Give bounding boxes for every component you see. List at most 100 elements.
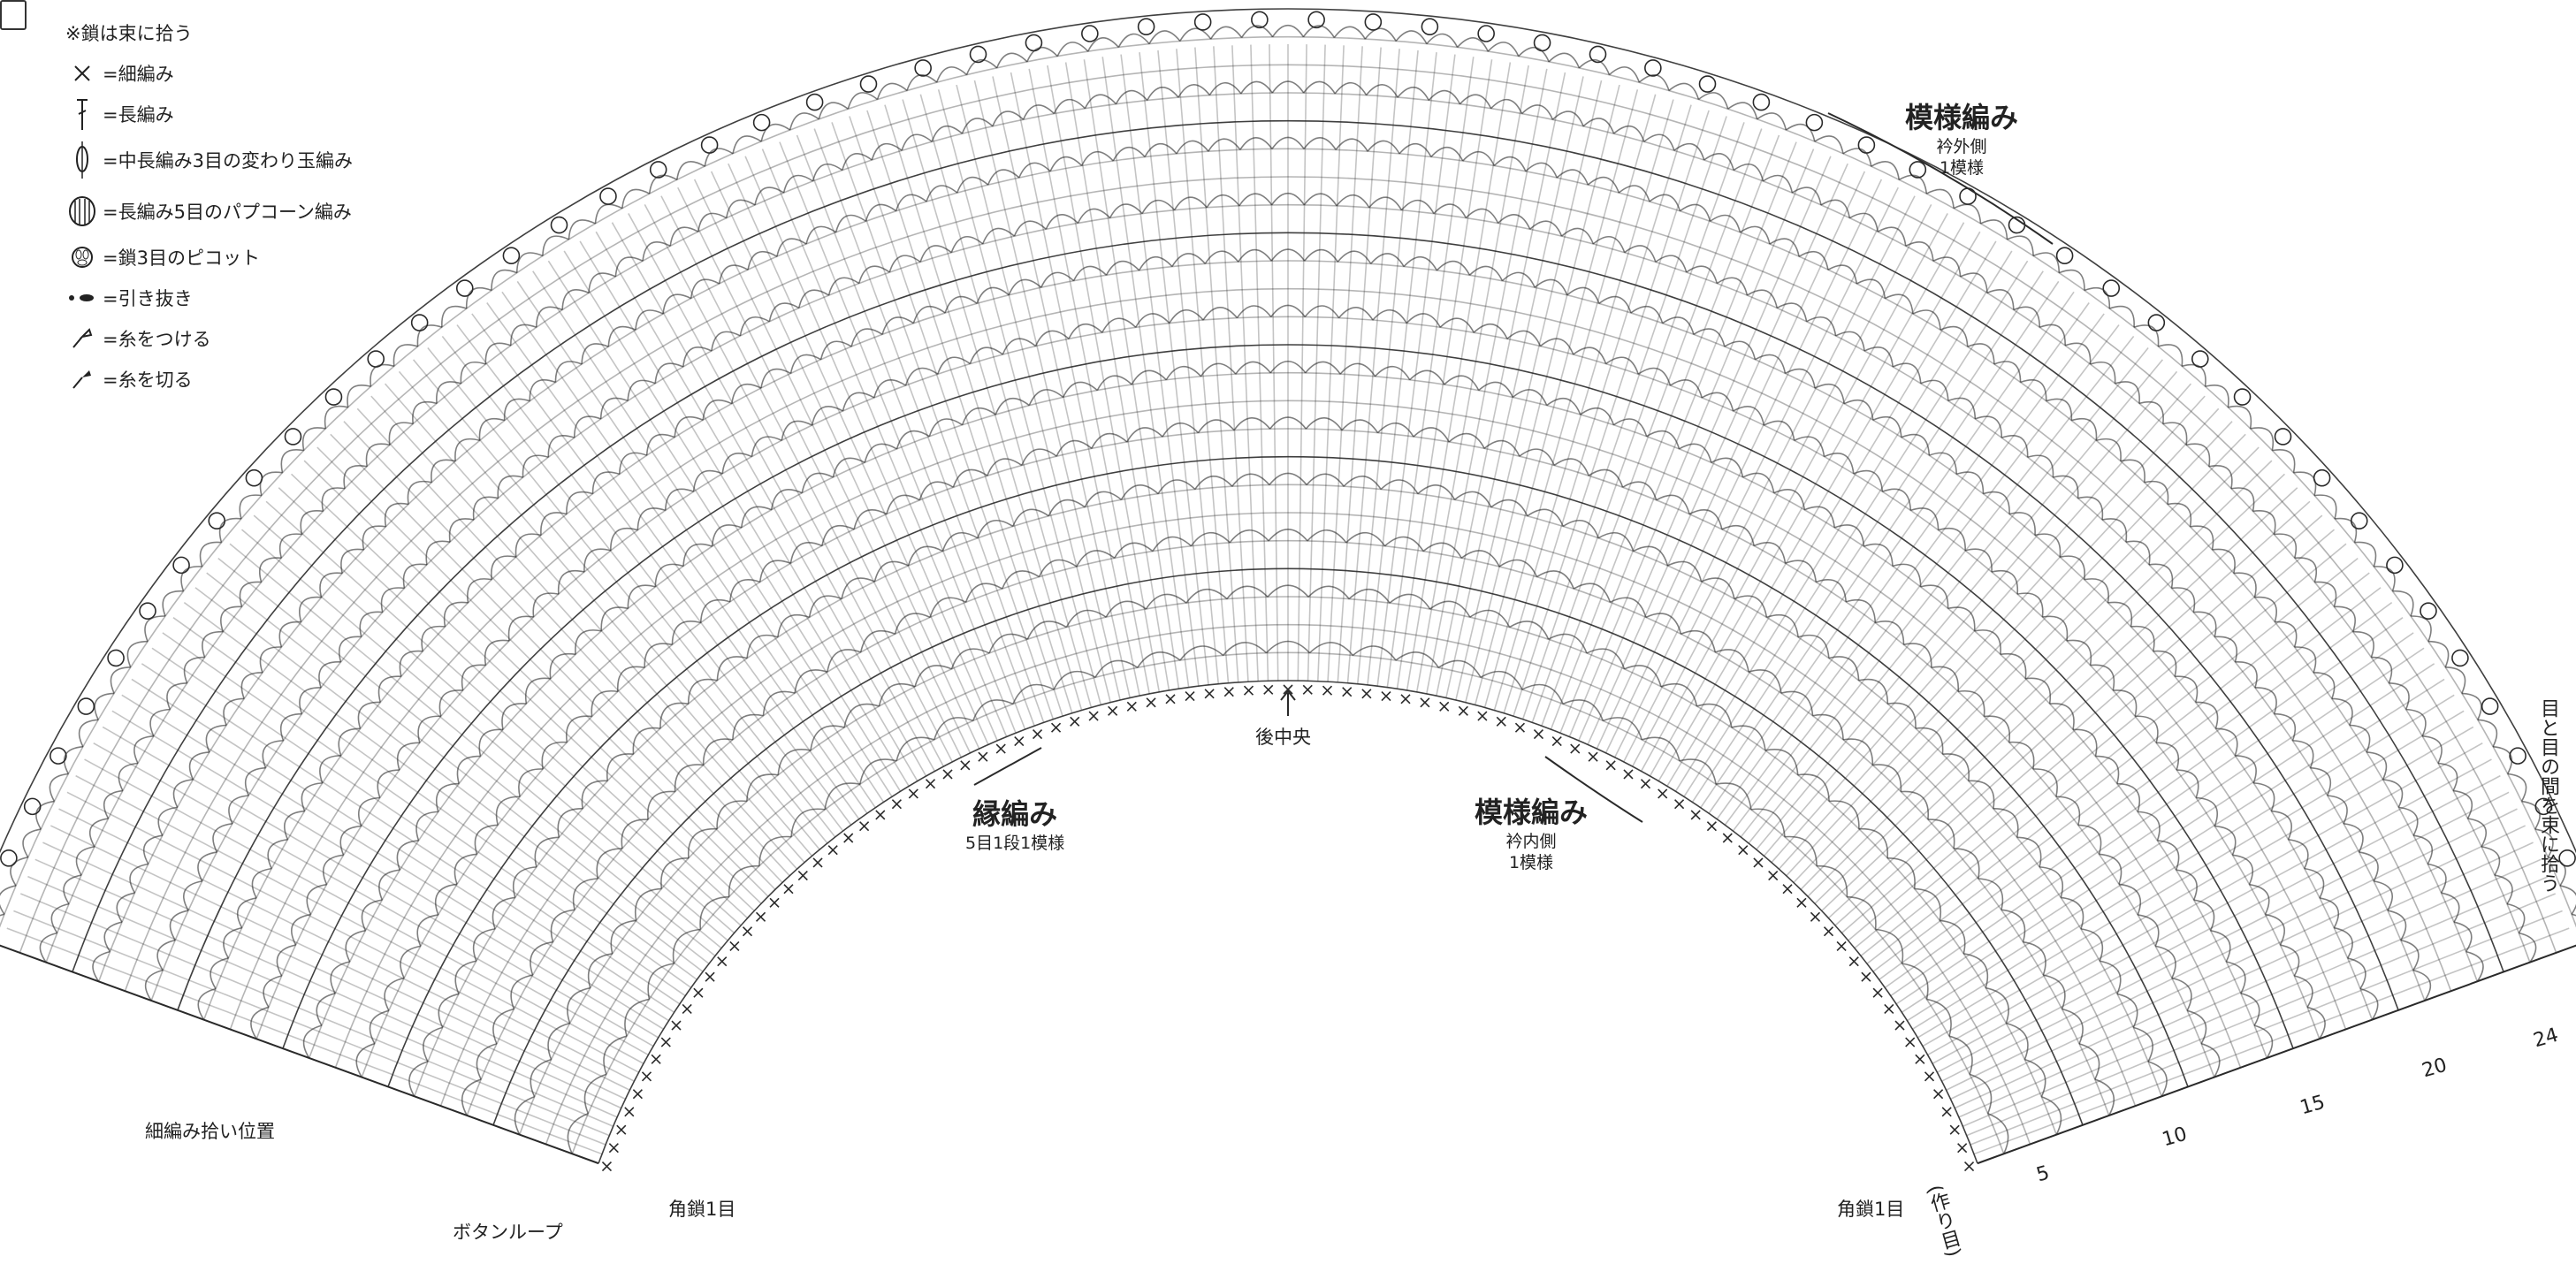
- chain-arch: [995, 397, 1030, 415]
- chain-arch: [1679, 443, 1712, 463]
- chain-arch: [1370, 253, 1405, 268]
- chain-arch: [1271, 24, 1305, 38]
- chain-arch: [1578, 59, 1611, 75]
- chain-arch: [301, 782, 323, 811]
- chain-arch: [721, 453, 752, 474]
- chain-arch: [1229, 529, 1269, 544]
- chain-arch: [731, 384, 762, 404]
- chain-arch: [2130, 625, 2155, 651]
- chain-arch: [1556, 169, 1589, 186]
- chain-arch: [2008, 741, 2035, 770]
- chain-arch: [1335, 138, 1368, 152]
- chain-arch: [2413, 834, 2433, 864]
- stitch-line: [1613, 187, 1899, 758]
- chain-arch: [1673, 142, 1705, 161]
- stitch-line: [1640, 213, 1948, 772]
- chain-arch: [1115, 89, 1148, 105]
- chain-arch: [587, 953, 613, 988]
- chain-arch: [1697, 92, 1729, 110]
- chain-arch: [627, 379, 656, 401]
- chain-arch: [1803, 506, 1835, 528]
- chain-arch: [259, 471, 283, 496]
- chain-arch: [821, 524, 855, 546]
- chain-arch: [1171, 253, 1206, 268]
- chain-arch: [746, 773, 779, 802]
- chain-arch: [1457, 37, 1489, 52]
- legend-row-join-yarn: =糸をつける: [53, 318, 353, 359]
- single-crochet-mark: [1957, 1143, 1968, 1154]
- chain-arch: [78, 719, 99, 748]
- picot-mark: [2102, 279, 2121, 297]
- chain-arch: [2190, 525, 2214, 551]
- chain-arch: [1269, 416, 1307, 430]
- chain-arch: [566, 491, 593, 514]
- chain-arch: [699, 895, 729, 930]
- pattern-inner-label: 模様編み 衿内側 1模様: [1475, 790, 1588, 873]
- single-crochet-mark: [1342, 687, 1353, 697]
- picot-mark: [2350, 512, 2368, 530]
- chain-arch: [961, 407, 996, 426]
- picot-mark: [410, 314, 429, 331]
- chain-arch: [2020, 379, 2047, 401]
- chain-arch: [172, 779, 194, 808]
- chain-arch: [568, 219, 596, 240]
- chain-arch: [1688, 509, 1723, 530]
- row-arc: [45, 92, 2531, 963]
- chain-arch: [2235, 754, 2257, 784]
- chain-arch: [1026, 47, 1058, 63]
- picot-mark: [805, 93, 824, 111]
- chain-arch: [1348, 589, 1391, 604]
- chain-arch: [199, 541, 222, 567]
- chain-arch: [2366, 751, 2388, 781]
- chain-arch: [1389, 593, 1431, 610]
- chain-arch: [1602, 717, 1642, 741]
- chain-arch: [244, 766, 266, 796]
- stitch-line: [1604, 179, 1883, 754]
- stitch-line: [1474, 89, 1639, 705]
- chain-arch: [644, 643, 673, 668]
- chain-arch: [805, 225, 837, 245]
- chain-arch: [1983, 491, 2010, 514]
- stitch-line: [343, 421, 783, 884]
- chain-arch: [1724, 340, 1757, 360]
- chain-arch: [472, 928, 496, 962]
- chain-arch: [2400, 939, 2420, 971]
- chain-arch: [501, 703, 527, 730]
- chain-arch: [2108, 305, 2135, 328]
- chain-arch: [1337, 250, 1372, 264]
- chain-arch: [1624, 665, 1662, 688]
- chain-arch: [1473, 324, 1508, 339]
- chain-arch: [1509, 621, 1550, 640]
- chain-arch: [758, 560, 791, 583]
- chain-arch: [981, 227, 1015, 245]
- picot-mark: [172, 556, 190, 575]
- chain-arch: [1932, 256, 1962, 278]
- chain-arch: [1842, 148, 1872, 167]
- stitch-line: [131, 678, 669, 1022]
- chain-arch: [514, 533, 542, 558]
- annotation-lines: [0, 112, 2576, 1172]
- chain-arch: [1797, 634, 1830, 659]
- chain-arch: [2090, 361, 2116, 384]
- legend-label: =糸を切る: [103, 369, 193, 391]
- stitch-line: [172, 617, 692, 989]
- chain-arch: [1341, 419, 1379, 434]
- chain-arch: [758, 835, 792, 866]
- chain-arch: [541, 741, 568, 770]
- single-crochet-mark: [859, 821, 870, 832]
- chain-arch: [2494, 874, 2513, 905]
- chain-arch: [2107, 601, 2133, 628]
- chain-arch: [1978, 878, 2004, 910]
- picot-mark: [1589, 45, 1607, 64]
- chain-arch: [1270, 248, 1306, 262]
- stitch-line: [412, 359, 820, 850]
- chain-arch: [1120, 484, 1159, 500]
- chain-arch: [747, 250, 778, 270]
- chain-arch: [1926, 998, 1952, 1037]
- chain-arch: [2212, 548, 2236, 574]
- corner-document-icon: [0, 0, 27, 30]
- chain-arch: [1034, 330, 1070, 346]
- chain-arch: [2171, 977, 2192, 1011]
- stitch-line: [693, 179, 972, 754]
- chain-arch: [1307, 585, 1350, 600]
